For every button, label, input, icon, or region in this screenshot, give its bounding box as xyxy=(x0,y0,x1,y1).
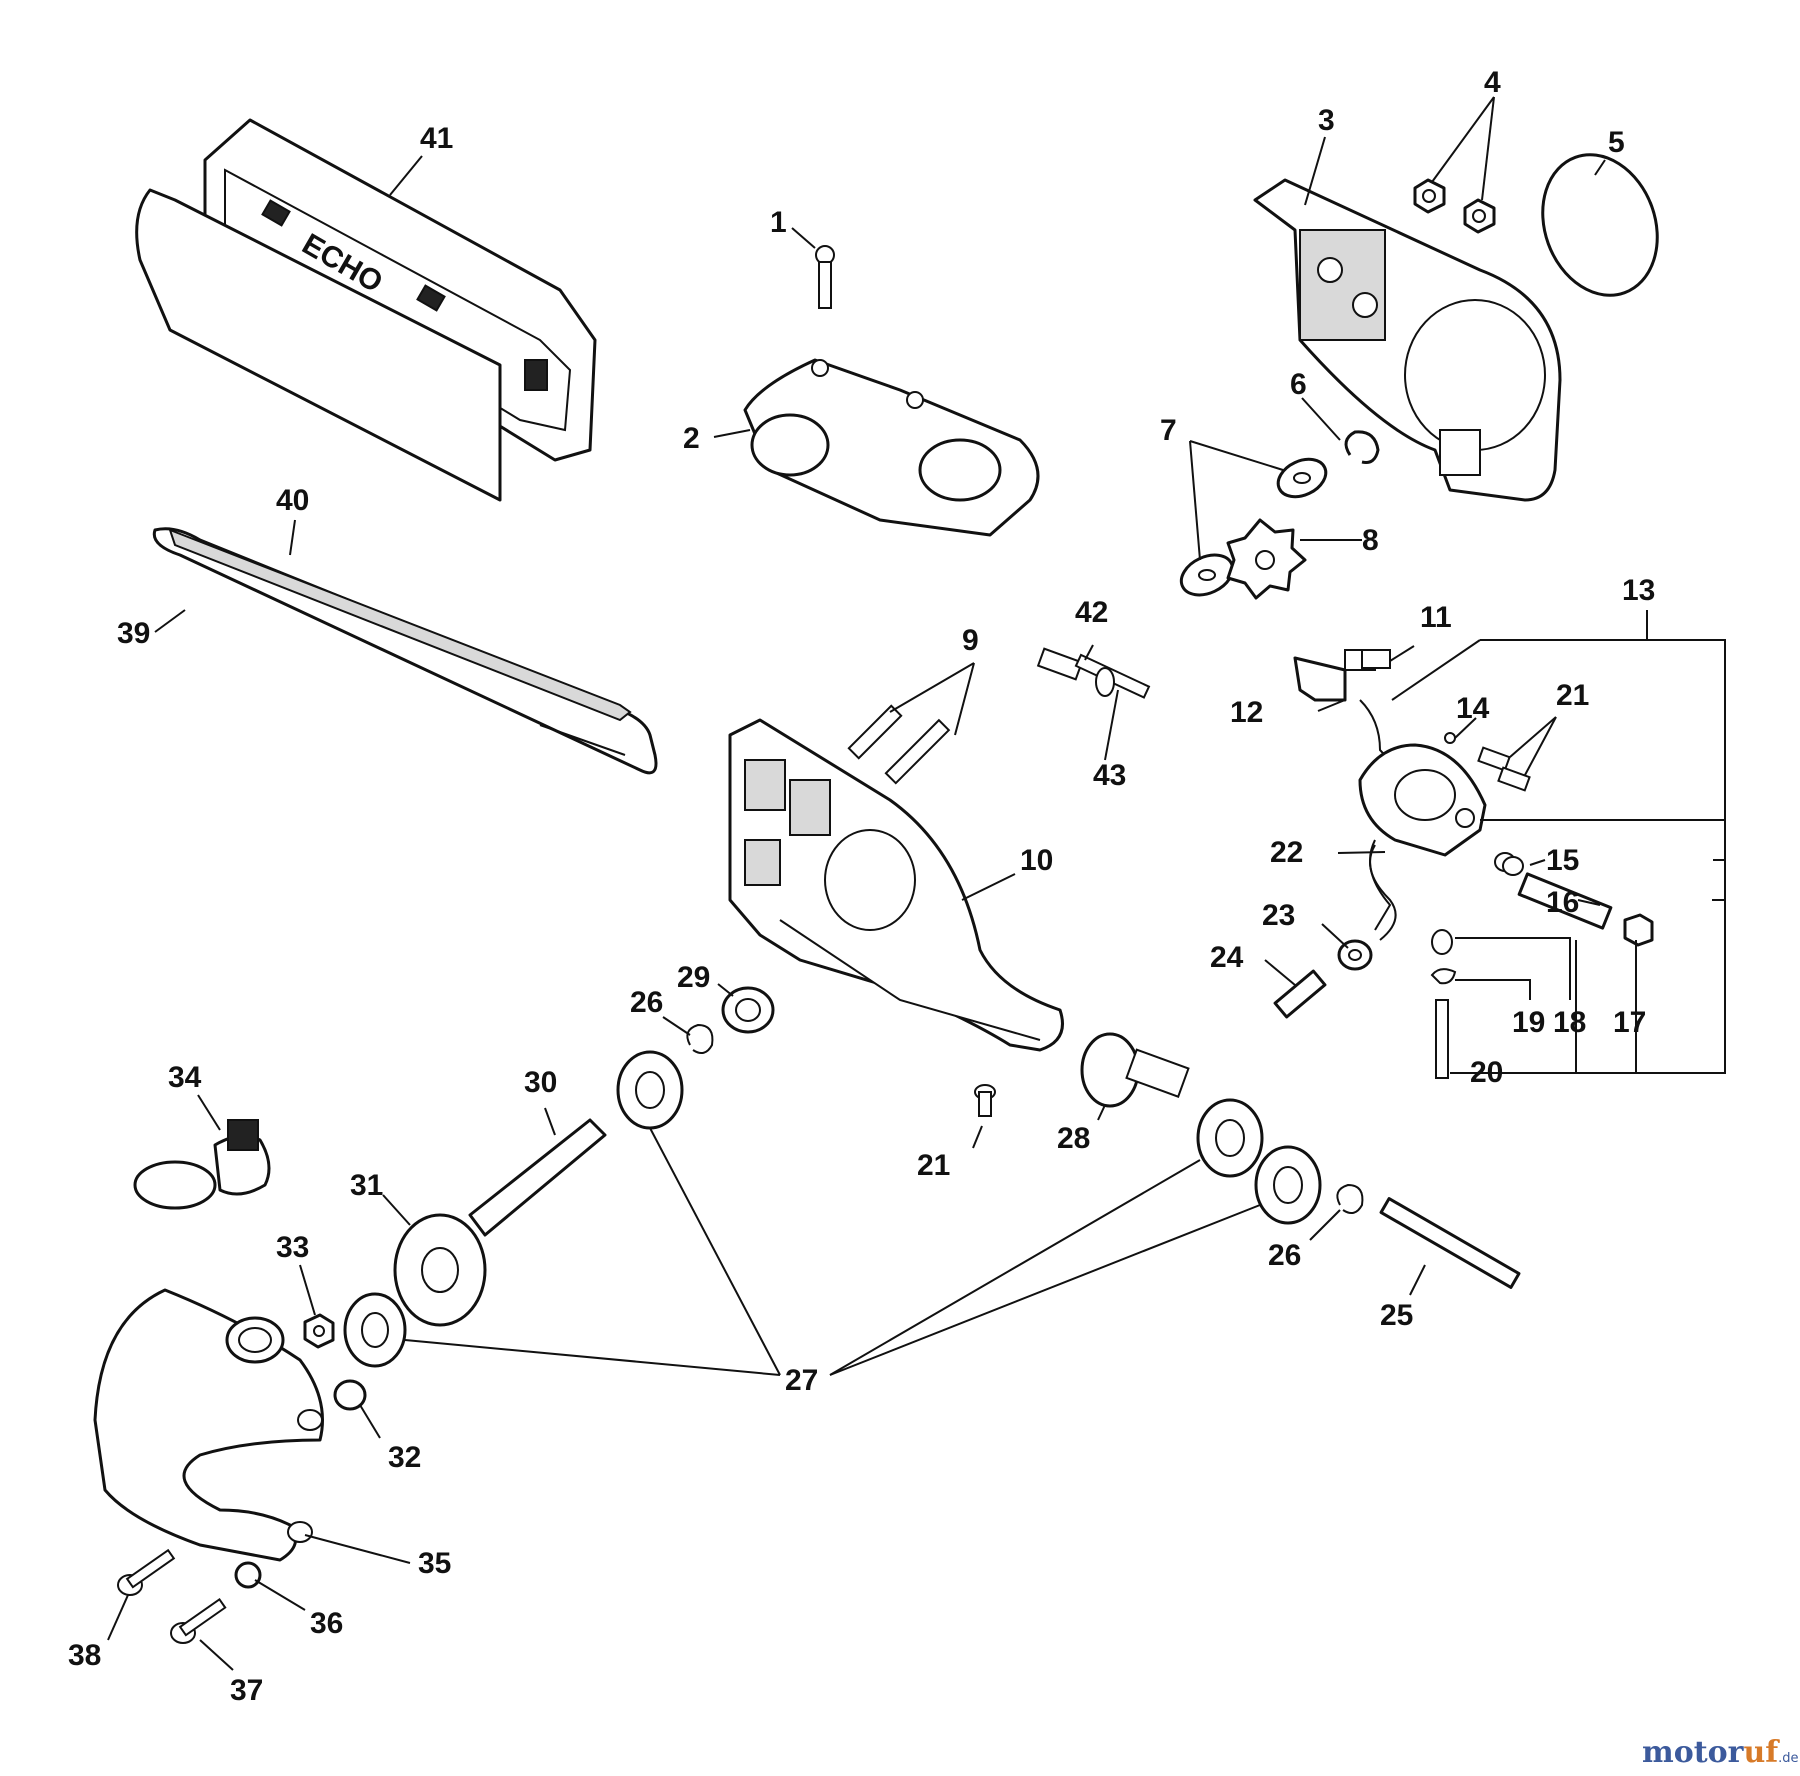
bolt xyxy=(815,245,835,309)
callout-4: 4 xyxy=(1484,66,1501,99)
chain-adjuster xyxy=(1036,647,1151,699)
callout-1: 1 xyxy=(770,206,787,239)
pump-screws xyxy=(1477,746,1531,792)
oil-pump xyxy=(1293,649,1487,941)
pins xyxy=(847,704,951,785)
callout-17: 17 xyxy=(1613,1006,1646,1039)
watermark: motoruf.de xyxy=(1642,1735,1799,1770)
pump-spring xyxy=(1494,852,1524,876)
washers xyxy=(1179,457,1328,597)
nut-pair xyxy=(1413,178,1496,234)
callout-38: 38 xyxy=(68,1639,101,1672)
bearing-b xyxy=(1196,1098,1264,1178)
callout-43: 43 xyxy=(1093,759,1126,792)
pump-adjuster xyxy=(1517,872,1613,930)
callout-20: 20 xyxy=(1470,1056,1503,1089)
snap-ring-2 xyxy=(1336,1183,1364,1215)
cover-plate xyxy=(1541,153,1659,297)
bearing-c xyxy=(1254,1145,1322,1225)
callout-19: 19 xyxy=(1512,1006,1545,1039)
oil-cap xyxy=(133,1119,271,1210)
callout-42: 42 xyxy=(1075,596,1108,629)
callout-labels: 1 2 3 4 5 6 7 8 9 10 11 12 13 14 15 16 1… xyxy=(68,66,1655,1707)
drive-shaft xyxy=(468,1118,607,1237)
filter-block xyxy=(1361,649,1391,669)
callout-13: 13 xyxy=(1622,574,1655,607)
callout-30: 30 xyxy=(524,1066,557,1099)
pump-bolt xyxy=(1273,969,1327,1019)
guide-bar xyxy=(152,527,658,775)
oil-tank xyxy=(93,1288,324,1562)
callout-28: 28 xyxy=(1057,1122,1090,1155)
callout-9: 9 xyxy=(962,624,979,657)
gear-case xyxy=(743,358,1040,537)
watermark-part2: uf xyxy=(1743,1735,1780,1770)
callout-12: 12 xyxy=(1230,696,1263,729)
callout-41: 41 xyxy=(420,122,453,155)
pump-spring-small xyxy=(1431,929,1453,955)
main-housing xyxy=(728,718,1064,1052)
bearing-a xyxy=(616,1050,684,1130)
callout-24: 24 xyxy=(1210,941,1244,974)
callout-23: 23 xyxy=(1262,899,1295,932)
sprocket xyxy=(1226,518,1307,600)
snap-ring xyxy=(686,1023,714,1055)
collar xyxy=(234,1561,262,1589)
callout-26-right: 26 xyxy=(1268,1239,1301,1272)
callout-21-bottom: 21 xyxy=(917,1149,950,1182)
shaft xyxy=(1379,1197,1521,1289)
callout-26-left: 26 xyxy=(630,986,663,1019)
leader-lines xyxy=(107,96,1726,1671)
callout-36: 36 xyxy=(310,1607,343,1640)
tank-screw-a xyxy=(170,1597,227,1644)
callout-33: 33 xyxy=(276,1231,309,1264)
pump-washer xyxy=(1430,968,1457,985)
callout-3: 3 xyxy=(1318,104,1335,137)
small-bolt xyxy=(974,1084,996,1117)
callout-10: 10 xyxy=(1020,844,1053,877)
callout-39: 39 xyxy=(117,617,150,650)
watermark-tld: .de xyxy=(1778,1751,1798,1766)
callout-5: 5 xyxy=(1608,126,1625,159)
callout-22: 22 xyxy=(1270,836,1303,869)
tank-screw-b xyxy=(117,1548,176,1596)
pinion-gear xyxy=(1080,1032,1190,1108)
callout-37: 37 xyxy=(230,1674,263,1707)
pump-plunger xyxy=(1435,999,1449,1079)
callout-8: 8 xyxy=(1362,524,1379,557)
oil-hose xyxy=(1369,839,1392,931)
callout-21-top: 21 xyxy=(1556,679,1589,712)
watermark-part1: motor xyxy=(1642,1735,1745,1770)
callout-29: 29 xyxy=(677,961,710,994)
bar-cover: ECHO xyxy=(135,118,597,502)
callout-2: 2 xyxy=(683,422,700,455)
callout-6: 6 xyxy=(1290,368,1307,401)
gear-nut xyxy=(303,1313,335,1349)
small-ring xyxy=(1444,732,1456,744)
bushing xyxy=(333,1379,367,1411)
callout-7: 7 xyxy=(1160,414,1177,447)
callout-27: 27 xyxy=(785,1364,818,1397)
callout-31: 31 xyxy=(350,1169,383,1202)
callout-18: 18 xyxy=(1553,1006,1586,1039)
callout-11: 11 xyxy=(1420,601,1452,634)
callout-34: 34 xyxy=(168,1061,202,1094)
callout-16: 16 xyxy=(1546,886,1579,919)
callout-15: 15 xyxy=(1546,844,1579,877)
pump-cap xyxy=(1623,913,1654,947)
svg-text:motoruf.de: motoruf.de xyxy=(1642,1735,1799,1770)
callout-14: 14 xyxy=(1456,692,1490,725)
sprocket-cover xyxy=(1253,178,1562,502)
callout-35: 35 xyxy=(418,1547,451,1580)
callout-40: 40 xyxy=(276,484,309,517)
oil-seal xyxy=(721,986,775,1034)
callout-32: 32 xyxy=(388,1441,421,1474)
bearing-d xyxy=(343,1292,407,1368)
e-ring xyxy=(1344,430,1380,464)
callout-25: 25 xyxy=(1380,1299,1413,1332)
driven-gear xyxy=(393,1213,487,1327)
